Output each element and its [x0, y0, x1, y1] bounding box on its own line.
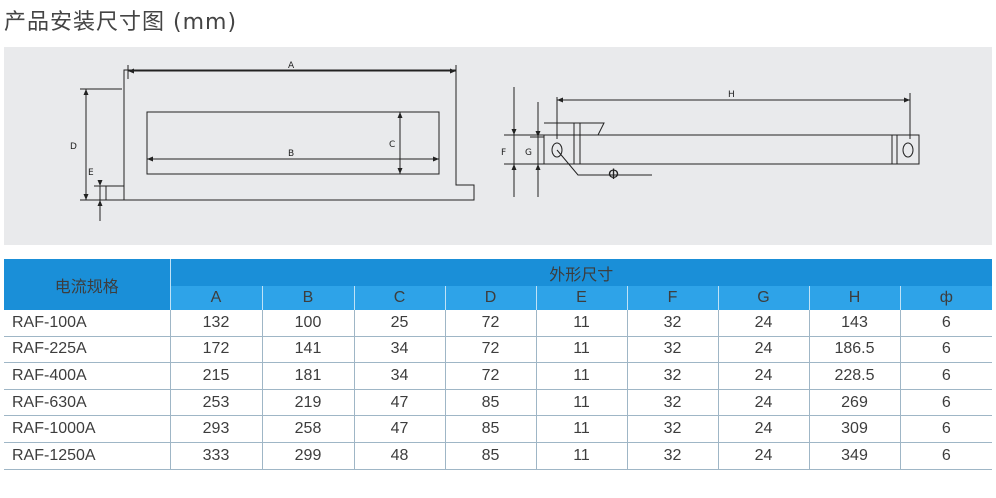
value-cell: 299 — [261, 442, 354, 470]
page-title: 产品安装尺寸图 (mm) — [4, 10, 238, 35]
installation-drawing: A B C D E — [4, 47, 992, 245]
value-cell: 333 — [169, 442, 262, 470]
value-cell: 34 — [353, 336, 445, 364]
table-row: RAF-400A 215 181 34 72 11 32 24 228.5 6 — [4, 362, 993, 390]
value-cell: 24 — [717, 442, 809, 470]
dim-label-h: H — [728, 90, 735, 100]
model-cell: RAF-400A — [4, 362, 170, 390]
value-cell: 24 — [717, 389, 809, 417]
value-cell: 32 — [626, 362, 718, 390]
value-cell: 11 — [535, 415, 627, 443]
mounting-hole-left — [551, 142, 563, 158]
value-cell: 6 — [899, 442, 993, 470]
model-cell: RAF-630A — [4, 389, 170, 417]
value-cell: 141 — [261, 336, 354, 364]
value-cell: 24 — [717, 310, 809, 337]
value-cell: 6 — [899, 389, 993, 417]
row-header: 电流规格 — [4, 259, 171, 310]
value-cell: 72 — [444, 310, 536, 337]
value-cell: 258 — [261, 415, 354, 443]
col-header-h: H — [808, 286, 900, 310]
value-cell: 72 — [444, 362, 536, 390]
value-cell: 32 — [626, 336, 718, 364]
dimension-diagram: A B C D E — [70, 61, 920, 221]
table-row: RAF-225A 172 141 34 72 11 32 24 186.5 6 — [4, 336, 993, 364]
model-cell: RAF-1250A — [4, 442, 170, 470]
table-row: RAF-1250A 333 299 48 85 11 32 24 349 6 — [4, 442, 993, 470]
value-cell: 269 — [808, 389, 900, 417]
value-cell: 34 — [353, 362, 445, 390]
dim-label-e: E — [88, 168, 94, 178]
value-cell: 219 — [261, 389, 354, 417]
value-cell: 32 — [626, 442, 718, 470]
value-cell: 32 — [626, 310, 718, 337]
dim-label-b: B — [288, 149, 294, 159]
value-cell: 11 — [535, 336, 627, 364]
side-view-bar — [543, 134, 920, 165]
col-header-phi: ф — [899, 286, 993, 310]
value-cell: 32 — [626, 415, 718, 443]
value-cell: 48 — [353, 442, 445, 470]
value-cell: 72 — [444, 336, 536, 364]
col-header-g: G — [717, 286, 809, 310]
value-cell: 85 — [444, 389, 536, 417]
value-cell: 11 — [535, 442, 627, 470]
value-cell: 215 — [169, 362, 262, 390]
value-cell: 32 — [626, 389, 718, 417]
value-cell: 6 — [899, 415, 993, 443]
dim-label-a: A — [288, 61, 295, 71]
col-header-b: B — [261, 286, 354, 310]
mounting-hole-right — [902, 142, 914, 158]
value-cell: 24 — [717, 362, 809, 390]
value-cell: 11 — [535, 310, 627, 337]
value-cell: 47 — [353, 415, 445, 443]
value-cell: 132 — [169, 310, 262, 337]
value-cell: 24 — [717, 336, 809, 364]
table-row: RAF-100A 132 100 25 72 11 32 24 143 6 — [4, 310, 993, 337]
value-cell: 25 — [353, 310, 445, 337]
dim-label-g: G — [525, 148, 532, 158]
value-cell: 85 — [444, 415, 536, 443]
value-cell: 228.5 — [808, 362, 900, 390]
value-cell: 11 — [535, 389, 627, 417]
value-cell: 143 — [808, 310, 900, 337]
value-cell: 11 — [535, 362, 627, 390]
model-cell: RAF-100A — [4, 310, 170, 337]
value-cell: 6 — [899, 310, 993, 337]
value-cell: 293 — [169, 415, 262, 443]
table-row: RAF-1000A 293 258 47 85 11 32 24 309 6 — [4, 415, 993, 443]
front-view-window — [146, 111, 440, 175]
dim-label-d: D — [70, 142, 77, 152]
model-cell: RAF-225A — [4, 336, 170, 364]
dim-label-phi: Φ — [608, 167, 619, 183]
col-header-c: C — [353, 286, 445, 310]
value-cell: 47 — [353, 389, 445, 417]
value-cell: 100 — [261, 310, 354, 337]
spec-table: 电流规格 外形尺寸 A B C D E F G H ф RAF-100A 132… — [4, 259, 993, 470]
value-cell: 6 — [899, 362, 993, 390]
col-header-a: A — [169, 286, 262, 310]
model-cell: RAF-1000A — [4, 415, 170, 443]
col-header-f: F — [626, 286, 718, 310]
value-cell: 186.5 — [808, 336, 900, 364]
value-cell: 172 — [169, 336, 262, 364]
col-header-e: E — [535, 286, 627, 310]
dim-label-f: F — [501, 148, 506, 158]
dim-label-c: C — [389, 140, 395, 150]
value-cell: 85 — [444, 442, 536, 470]
value-cell: 349 — [808, 442, 900, 470]
value-cell: 181 — [261, 362, 354, 390]
front-view-outline — [100, 69, 475, 201]
group-header: 外形尺寸 — [170, 259, 993, 286]
value-cell: 24 — [717, 415, 809, 443]
table-row: RAF-630A 253 219 47 85 11 32 24 269 6 — [4, 389, 993, 417]
value-cell: 253 — [169, 389, 262, 417]
value-cell: 309 — [808, 415, 900, 443]
col-header-d: D — [444, 286, 536, 310]
value-cell: 6 — [899, 336, 993, 364]
